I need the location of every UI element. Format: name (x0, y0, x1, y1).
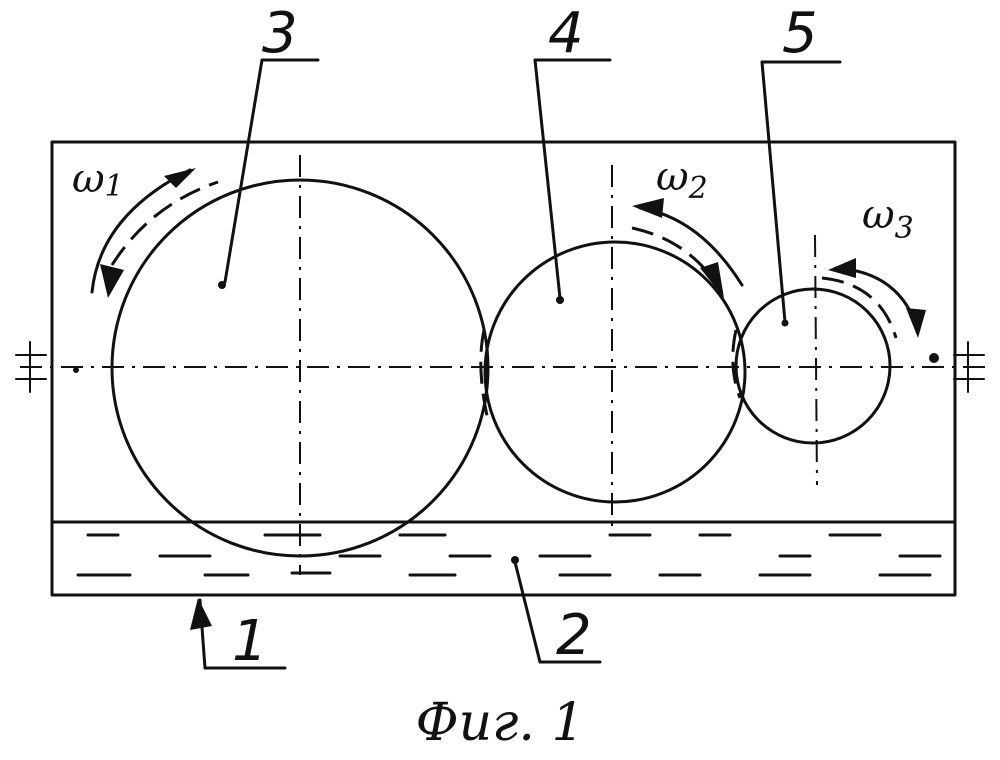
omega-label-w2: ω2 (656, 154, 708, 206)
rotation-arrow-w2 (632, 198, 742, 298)
label-roller-medium: 4 (548, 1, 584, 66)
omega-w1-base: ω (72, 156, 105, 202)
label-roller-small: 5 (782, 1, 818, 66)
omega-w3-sub: 3 (895, 211, 914, 246)
liquid-dashes (78, 535, 940, 575)
omega-w3-base: ω (862, 192, 895, 238)
omega-w2-sub: 2 (688, 171, 708, 206)
omega-label-w3: ω3 (862, 192, 914, 246)
housing-outline (52, 142, 955, 595)
rotation-arrow-w3 (822, 258, 926, 338)
omega-w2-base: ω (656, 154, 689, 200)
roller-medium (485, 242, 745, 502)
label-housing: 1 (232, 609, 268, 674)
omega-label-w1: ω1 (72, 156, 124, 204)
label-roller-large: 3 (262, 1, 298, 66)
label-liquid: 2 (556, 603, 592, 668)
omega-w1-sub: 1 (105, 169, 124, 204)
roller-small-vertical-axis (815, 235, 817, 485)
figure-caption: Фиг. 1 (415, 693, 584, 753)
